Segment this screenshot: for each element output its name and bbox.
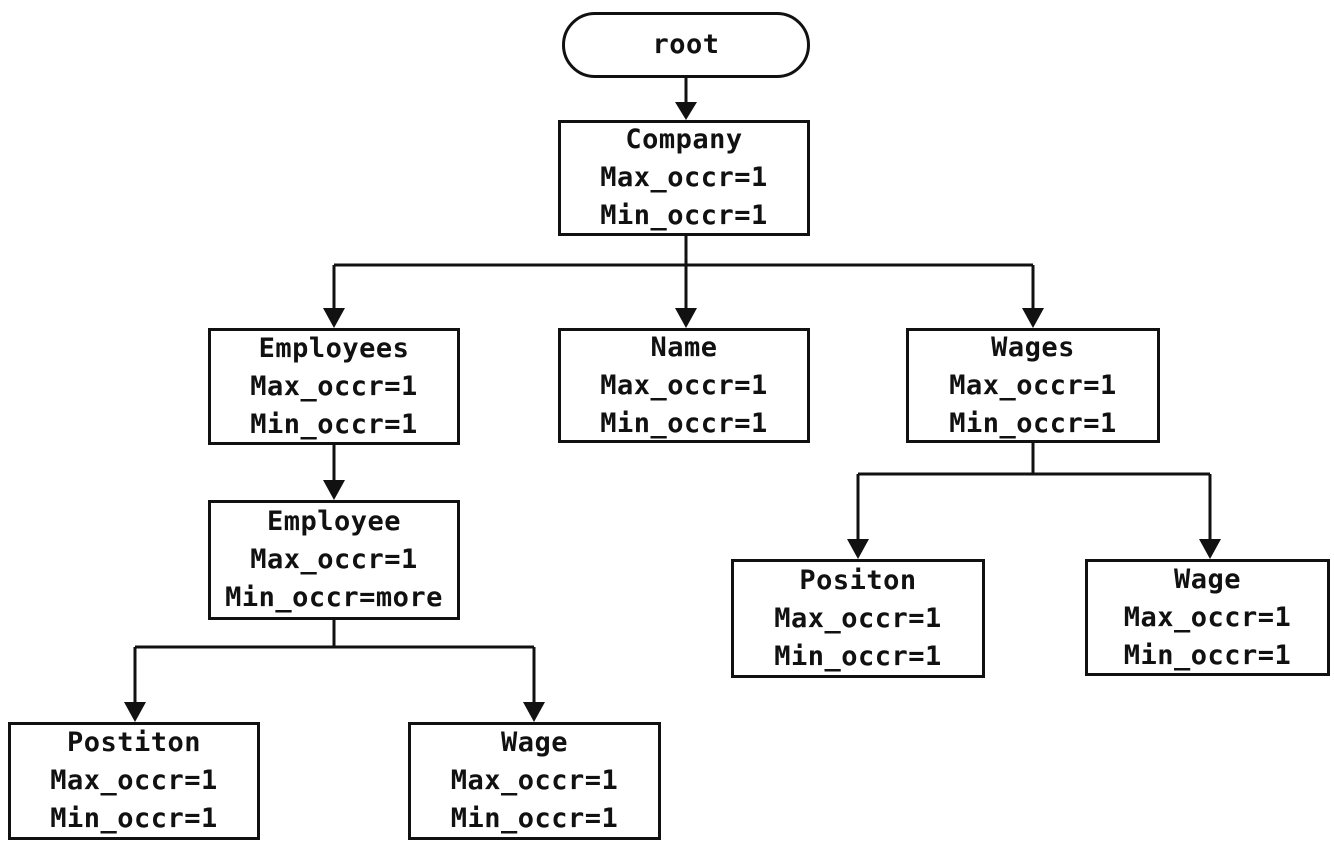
- node-wage-under-employee-max-occr: Max_occr=1: [450, 765, 619, 796]
- node-postiton: Postiton Max_occr=1 Min_occr=1: [8, 722, 260, 840]
- node-wage-under-employee-min-occr: Min_occr=1: [450, 803, 619, 834]
- node-employee: Employee Max_occr=1 Min_occr=more: [208, 500, 460, 620]
- arrowhead-wage-right: [1199, 539, 1221, 559]
- edge-employee-children: [124, 620, 545, 722]
- edge-employees-employee: [323, 445, 345, 500]
- node-company-min-occr: Min_occr=1: [600, 200, 768, 231]
- node-employees: Employees Max_occr=1 Min_occr=1: [208, 328, 460, 445]
- node-positon-max-occr: Max_occr=1: [774, 602, 942, 634]
- node-employees-title: Employees: [258, 332, 410, 364]
- node-name-title: Name: [650, 331, 718, 363]
- node-company-max-occr: Max_occr=1: [600, 162, 768, 193]
- node-wage-under-wages: Wage Max_occr=1 Min_occr=1: [1085, 559, 1330, 676]
- node-employees-min-occr: Min_occr=1: [250, 408, 418, 440]
- arrowhead-wage-left: [523, 702, 545, 722]
- node-wage-under-employee-title: Wage: [500, 727, 569, 758]
- node-wage-under-wages-min-occr: Min_occr=1: [1123, 639, 1292, 671]
- node-wage-under-wages-title: Wage: [1173, 563, 1242, 595]
- node-postiton-min-occr: Min_occr=1: [50, 803, 218, 834]
- arrowhead-name: [675, 308, 697, 328]
- node-employee-title: Employee: [266, 506, 402, 537]
- edge-root-company: [675, 78, 697, 120]
- node-wages-min-occr: Min_occr=1: [949, 407, 1117, 439]
- node-postiton-title: Postiton: [66, 727, 202, 758]
- node-wages-max-occr: Max_occr=1: [949, 369, 1117, 401]
- node-wage-under-wages-max-occr: Max_occr=1: [1123, 601, 1292, 633]
- node-positon-min-occr: Min_occr=1: [774, 640, 942, 672]
- node-employee-min-occr: Min_occr=more: [225, 582, 443, 613]
- node-employees-max-occr: Max_occr=1: [250, 370, 418, 402]
- edge-company-children: [323, 236, 1044, 328]
- arrowhead-wages: [1022, 308, 1044, 328]
- node-employee-max-occr: Max_occr=1: [250, 544, 418, 575]
- node-name-min-occr: Min_occr=1: [600, 407, 768, 439]
- node-postiton-max-occr: Max_occr=1: [50, 765, 218, 796]
- node-positon-title: Positon: [799, 564, 917, 596]
- node-company-title: Company: [625, 124, 743, 155]
- node-root-title: root: [652, 29, 720, 60]
- node-name: Name Max_occr=1 Min_occr=1: [558, 328, 810, 443]
- node-wages: Wages Max_occr=1 Min_occr=1: [906, 328, 1160, 443]
- arrowhead-positon: [847, 539, 869, 559]
- node-company: Company Max_occr=1 Min_occr=1: [558, 120, 810, 236]
- arrowhead-postiton: [124, 702, 146, 722]
- node-root: root: [562, 12, 810, 78]
- node-name-max-occr: Max_occr=1: [600, 369, 768, 401]
- node-wages-title: Wages: [991, 331, 1075, 363]
- arrowhead-employees: [323, 308, 345, 328]
- edge-wages-children: [847, 443, 1221, 559]
- node-wage-under-employee: Wage Max_occr=1 Min_occr=1: [408, 722, 661, 840]
- node-positon: Positon Max_occr=1 Min_occr=1: [731, 559, 985, 678]
